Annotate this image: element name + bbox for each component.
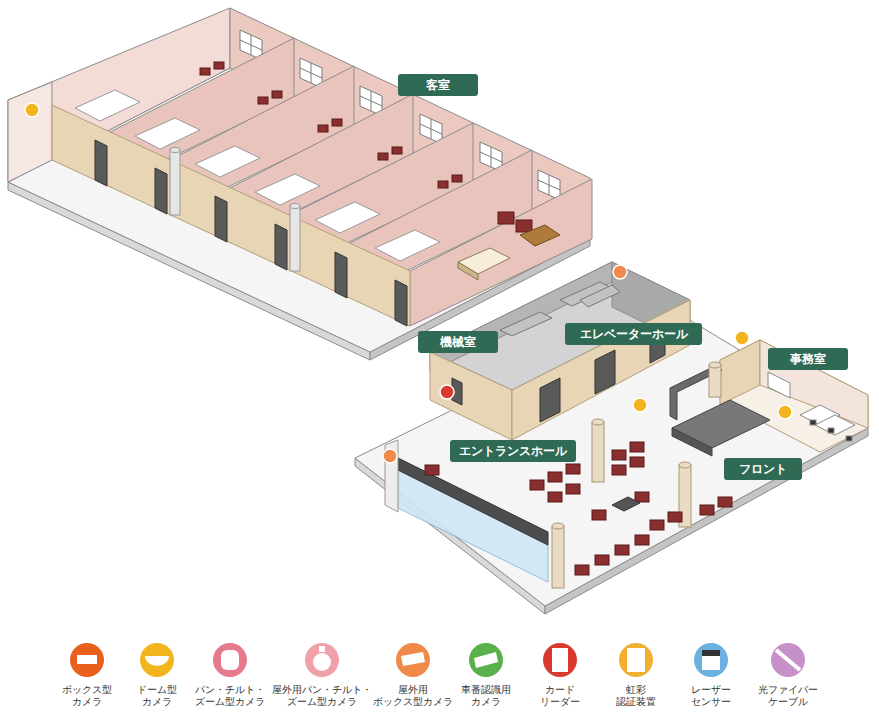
legend-caption: 虹彩 認証装置	[615, 684, 657, 708]
legend-caption: ボックス型 カメラ	[61, 684, 113, 708]
legend-caption: 光ファイバー ケーブル	[757, 684, 819, 708]
lobby-floor	[355, 262, 868, 614]
room-name: エントランスホール	[459, 443, 567, 460]
room-tag: エントランスホール	[450, 440, 576, 462]
room-tag: 機械室	[418, 331, 498, 353]
legend-caption: 屋外用 ボックス型カメラ	[372, 684, 454, 708]
legend-caption: カード リーダー	[539, 684, 581, 708]
legend-caption: 車番認識用 カメラ	[460, 684, 512, 708]
room-tag: 客室	[398, 74, 478, 96]
room-tag: 事務室	[768, 348, 848, 370]
legend-caption: レーザー センサー	[690, 684, 732, 708]
room-name: 事務室	[790, 351, 826, 368]
room-tag: エレベーターホール	[565, 323, 702, 345]
room-name: 機械室	[440, 334, 476, 351]
room-name: エレベーターホール	[580, 326, 688, 343]
legend-caption: 屋外用パン・チルト・ ズーム型カメラ	[271, 684, 373, 708]
guest-floor	[8, 8, 592, 360]
room-name: フロント	[739, 461, 787, 478]
room-name: 客室	[426, 77, 450, 94]
room-tag: フロント	[724, 458, 802, 480]
legend-caption: パン・チルト・ ズーム型カメラ	[194, 684, 266, 708]
legend-caption: ドーム型 カメラ	[136, 684, 178, 708]
legend-icons	[70, 643, 805, 677]
